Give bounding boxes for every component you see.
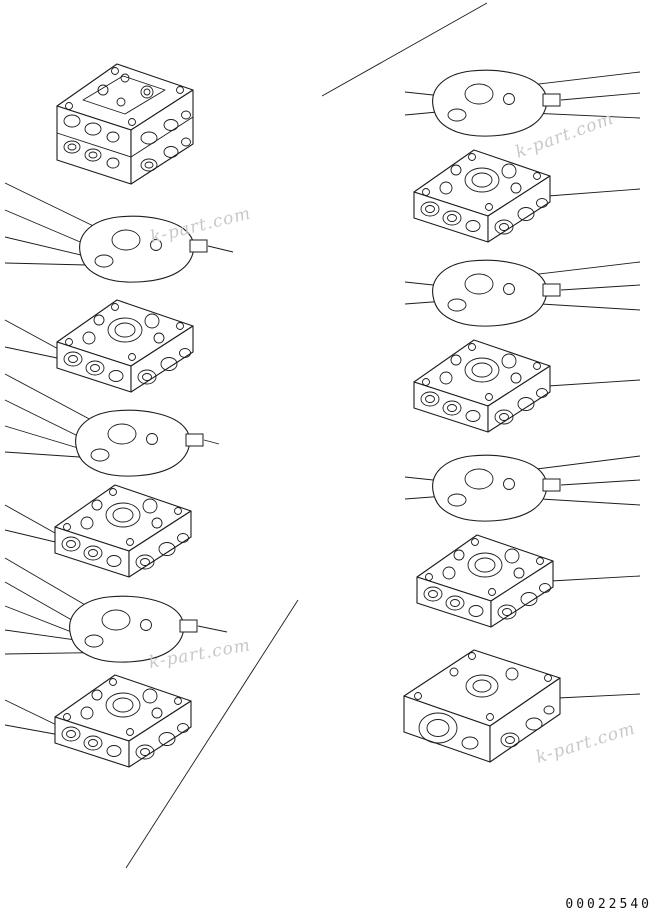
- leader-line: [4, 399, 89, 442]
- leader-line: [550, 575, 641, 582]
- part-number: 00022540: [565, 897, 652, 912]
- leader-line: [4, 209, 93, 248]
- leader-line: [560, 479, 641, 486]
- end-cover-block: [403, 649, 561, 763]
- leader-line: [547, 188, 641, 197]
- leader-line: [547, 379, 641, 387]
- leader-line: [203, 439, 220, 445]
- leader-line: [557, 693, 641, 699]
- control-valve-stack: [56, 63, 194, 185]
- valve-section-block-5: [413, 339, 551, 433]
- leader-line: [197, 625, 228, 633]
- watermark-text: k-part.com: [534, 719, 638, 768]
- gasket-plate-2: [75, 409, 204, 477]
- construction-lines: [125, 2, 488, 869]
- leader-line: [207, 245, 234, 253]
- valve-section-block-3: [54, 674, 192, 768]
- leader-line: [560, 284, 641, 291]
- gasket-plate-4: [432, 69, 561, 137]
- valve-section-block-6: [416, 534, 554, 628]
- leader-line: [560, 92, 641, 101]
- valve-section-block-2: [54, 484, 192, 578]
- valve-section-block-4: [413, 149, 551, 243]
- construction-line-top: [321, 2, 488, 97]
- construction-line-bottom: [125, 599, 299, 869]
- valve-section-block-1: [56, 299, 194, 393]
- watermarks: k-part.com k-part.com k-part.com k-part.…: [147, 109, 638, 768]
- gasket-plate-6: [432, 454, 561, 522]
- gasket-plate-5: [432, 259, 561, 327]
- right-column: [403, 69, 561, 763]
